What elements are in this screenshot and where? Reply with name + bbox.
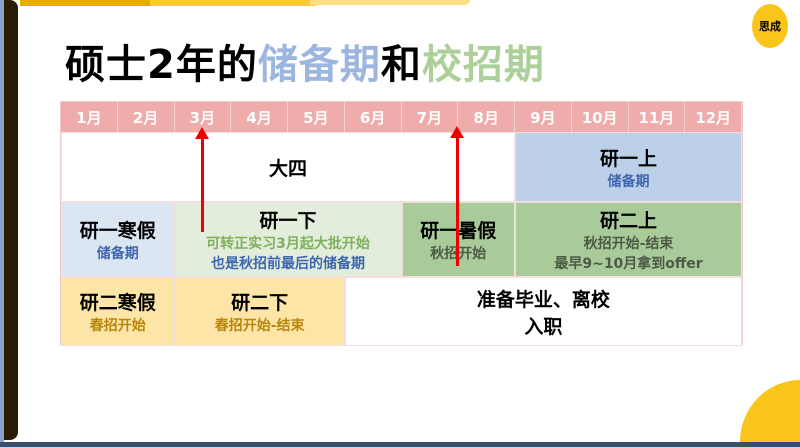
month-header: 6月 [344, 102, 402, 132]
left-decor-bar [4, 0, 18, 440]
cell-y2-spring: 研二下春招开始-结束 [174, 277, 345, 346]
month-header: 1月 [61, 102, 118, 132]
cell-title: 研二下 [231, 292, 289, 314]
month-header: 9月 [515, 102, 572, 132]
month-header: 4月 [231, 102, 288, 132]
cell-sub: 最早9~10月拿到offer [554, 256, 703, 272]
cell-y1-fall: 研一上储备期 [515, 132, 742, 202]
cell-title: 大四 [268, 157, 307, 180]
month-header: 11月 [628, 102, 686, 132]
cell-sub: 储备期 [96, 246, 139, 262]
cell-title: 研一上 [599, 147, 657, 170]
cell-sub: 春招开始-结束 [214, 318, 305, 334]
cell-sub: 储备期 [607, 173, 650, 190]
cell-y1-winter: 研一寒假储备期 [61, 202, 175, 277]
cell-title: 研一下 [259, 210, 317, 232]
month-header: 5月 [288, 102, 345, 132]
cell-title: 入职 [524, 315, 563, 338]
cell-sub: 可转正实习3月起大批开始 [206, 236, 370, 252]
month-header: 7月 [401, 102, 459, 132]
cell-y2-winter: 研二寒假春招开始 [61, 277, 175, 346]
title-part: 和 [380, 42, 422, 88]
month-header: 12月 [685, 102, 742, 132]
bottom-bar [0, 442, 800, 447]
cell-title: 研二寒假 [79, 292, 156, 314]
cell-title: 研一寒假 [79, 220, 156, 242]
cell-title: 研二上 [599, 210, 657, 232]
month-header: 8月 [458, 102, 515, 132]
cell-graduate: 准备毕业、离校入职 [344, 277, 742, 346]
arrow-march-icon [195, 127, 209, 232]
cell-sub: 也是秋招前最后的储备期 [211, 256, 365, 272]
title-recruit: 校招期 [421, 42, 545, 88]
top-decor [150, 0, 320, 6]
month-header: 2月 [117, 102, 175, 132]
title-reserve: 储备期 [257, 42, 381, 88]
cell-y1-spring: 研一下可转正实习3月起大批开始也是秋招前最后的储备期 [174, 202, 402, 277]
cell-senior: 大四 [61, 132, 515, 202]
arrow-august-icon [450, 126, 464, 266]
cell-title: 准备毕业、离校 [476, 288, 610, 311]
corner-decor [740, 380, 800, 442]
top-decor [310, 0, 470, 5]
logo: 思成 [752, 4, 788, 48]
cell-sub: 春招开始 [89, 318, 146, 334]
cell-sub: 秋招开始-结束 [583, 236, 674, 252]
month-header: 10月 [571, 102, 629, 132]
page-title: 硕士2年的储备期和校招期 [65, 32, 545, 90]
timeline-table: 1月 2月 3月 4月 5月 6月 7月 8月 9月 10月 11月 12月 大… [60, 101, 743, 346]
title-part: 硕士2年的 [65, 42, 258, 88]
top-decor [20, 0, 160, 6]
cell-y2-fall: 研二上秋招开始-结束最早9~10月拿到offer [515, 202, 742, 277]
left-accent [0, 0, 4, 447]
